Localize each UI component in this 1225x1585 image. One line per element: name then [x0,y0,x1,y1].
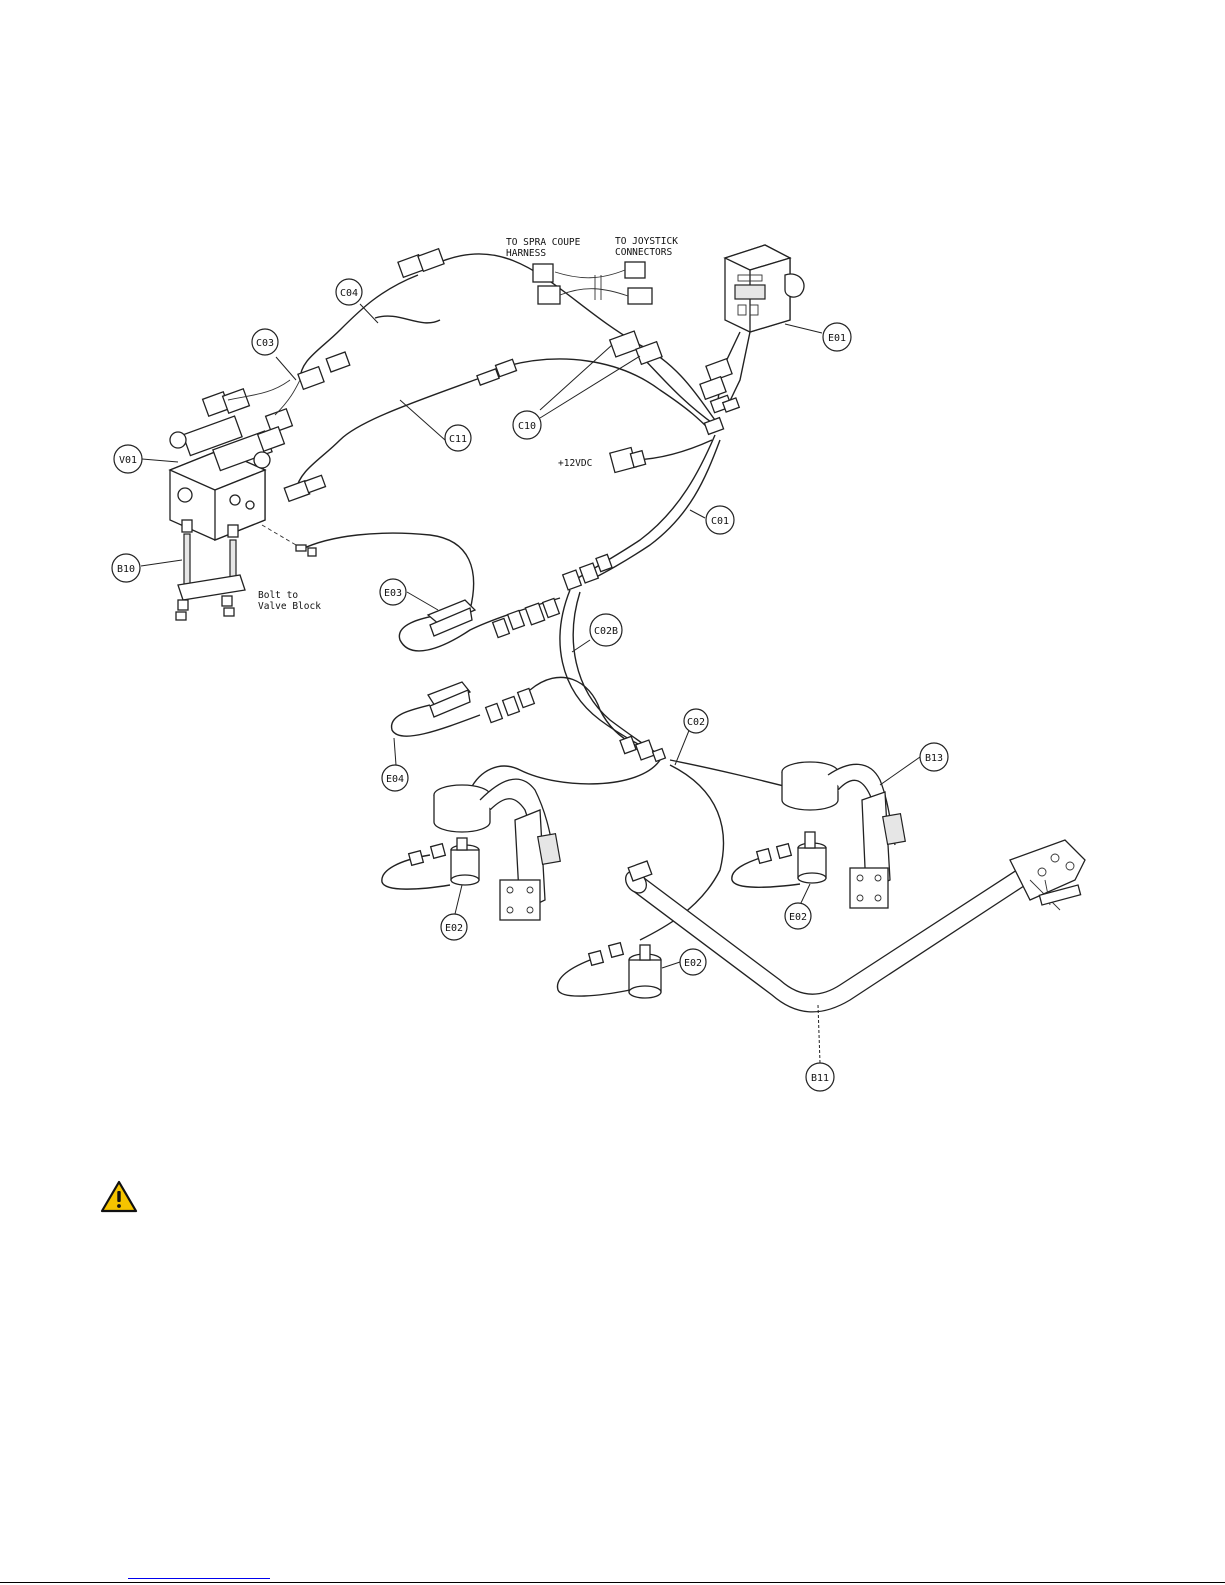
note-power: +12VDC [558,458,592,469]
callout-e04: E04 [382,765,408,791]
callout-b10: B10 [112,554,140,582]
callout-b11: B11 [806,1063,834,1091]
callout-c04: C04 [336,279,362,305]
callout-label: B13 [925,753,943,764]
controller-box [725,245,804,332]
callout-v01: V01 [114,445,142,473]
note-spra-coupe-line2: HARNESS [506,248,546,259]
callout-label: E02 [445,923,463,934]
callout-label: E02 [684,958,702,969]
callout-label: B10 [117,564,135,575]
callout-c10: C10 [513,411,541,439]
ground-bolt [262,525,316,556]
sensor-e04 [428,682,534,723]
junction-connectors [620,736,665,761]
callout-label: C02 [687,717,705,728]
callout-label: E02 [789,912,807,923]
callout-label: C01 [711,516,729,527]
note-bolt-line1: Bolt to [258,590,298,601]
callout-label: C03 [256,338,274,349]
note-spra-coupe-line1: TO SPRA COUPE [506,237,581,248]
harness-inset [533,262,652,304]
controller-connectors [700,359,739,435]
callout-label: E04 [386,774,404,785]
valve-block [170,380,300,540]
callout-e02-left: E02 [441,914,467,940]
callout-label: C10 [518,421,536,432]
boom-pipe [621,840,1085,1012]
callout-label: C11 [449,434,467,445]
callout-label: C02B [594,626,618,637]
note-joystick-line1: TO JOYSTICK [615,236,678,247]
note-bolt-line2: Valve Block [258,601,321,612]
callout-e02-center: E02 [680,949,706,975]
footer-rule [0,1582,1225,1583]
callout-label: E03 [384,588,402,599]
footer-link-underline[interactable] [128,1578,270,1579]
callout-c02b: C02B [590,614,622,646]
sensor-e03 [428,554,612,637]
callout-e02-right: E02 [785,903,811,929]
callout-c11: C11 [445,425,471,451]
warning-triangle-icon [100,1180,138,1214]
left-sensor-assembly [409,779,561,920]
power-plug [610,447,646,472]
callout-c03: C03 [252,329,278,355]
callout-label: C04 [340,288,358,299]
callout-c02: C02 [684,709,708,733]
note-joystick-line2: CONNECTORS [615,247,672,258]
callout-e01: E01 [823,323,851,351]
callout-b13: B13 [920,743,948,771]
callout-c01: C01 [706,506,734,534]
callout-label: V01 [119,455,137,466]
callout-label: B11 [811,1073,829,1084]
center-sensor [589,943,661,998]
callout-label: E01 [828,333,846,344]
callout-e03: E03 [380,579,406,605]
